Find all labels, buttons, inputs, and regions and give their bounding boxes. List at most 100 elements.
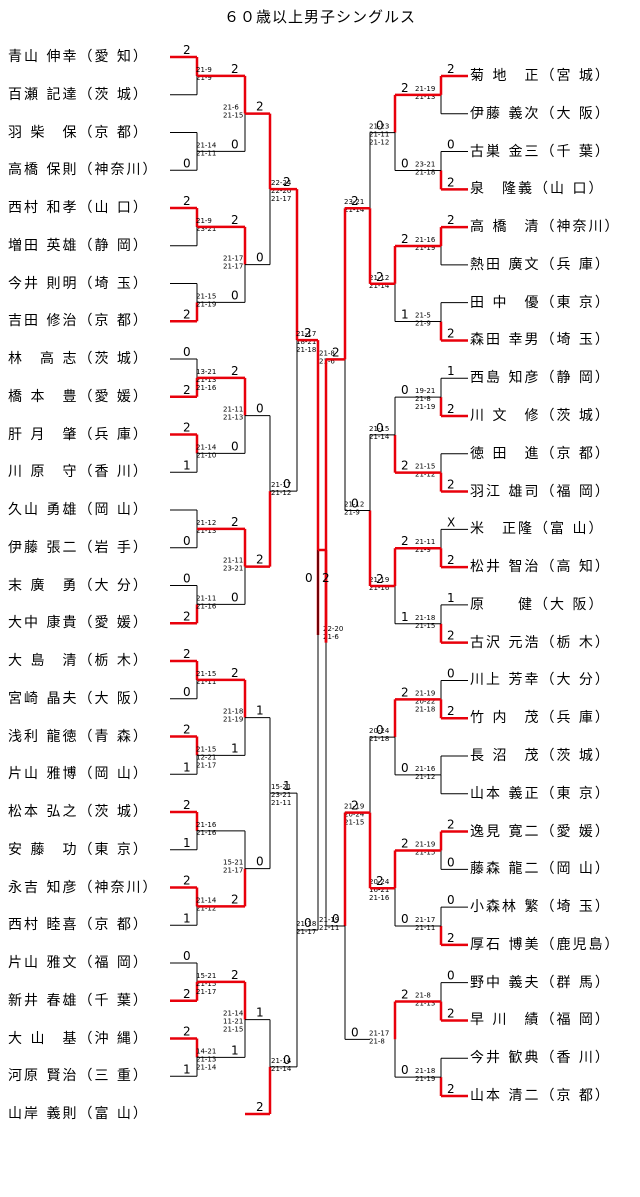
left-game-score: 0 bbox=[183, 572, 191, 586]
right-game-score: 2 bbox=[401, 685, 409, 699]
left-game-score: 0 bbox=[256, 402, 264, 416]
right-game-score: 0 bbox=[401, 156, 409, 170]
left-game-score: 2 bbox=[183, 307, 191, 321]
left-game-score: 2 bbox=[231, 968, 239, 982]
left-game-score: 0 bbox=[256, 251, 264, 265]
right-game-score: 0 bbox=[376, 723, 384, 737]
left-game-score: 1 bbox=[256, 704, 264, 718]
player-name-left: 大 島 清（栃 木） bbox=[8, 653, 149, 669]
player-name-right: 川 文 修（茨 城） bbox=[470, 408, 611, 424]
left-game-score: 1 bbox=[256, 1006, 264, 1020]
left-game-score: 0 bbox=[231, 590, 239, 604]
player-name-left: 今井 則明（埼 玉） bbox=[8, 275, 149, 292]
right-game-score: 0 bbox=[401, 912, 409, 926]
player-name-left: 肝 月 肇（兵 庫） bbox=[8, 426, 149, 443]
player-name-right: 古沢 元浩（栃 木） bbox=[470, 634, 611, 651]
left-game-score: 2 bbox=[183, 987, 191, 1001]
left-game-score: 2 bbox=[231, 515, 239, 529]
right-game-score: 2 bbox=[401, 232, 409, 246]
left-game-score: 0 bbox=[183, 685, 191, 699]
player-name-right: 竹 内 茂（兵 庫） bbox=[470, 710, 611, 727]
player-name-left: 西村 和孝（山 口） bbox=[8, 200, 149, 216]
player-name-left: 久山 勇雄（岡 山） bbox=[8, 502, 149, 518]
player-name-left: 橋 本 豊（愛 媛） bbox=[8, 388, 149, 405]
player-name-right: 逸見 寛二（愛 媛） bbox=[470, 823, 611, 840]
player-name-right: 藤森 龍二（岡 山） bbox=[470, 861, 611, 878]
player-name-left: 末 廣 勇（大 分） bbox=[8, 577, 149, 594]
player-name-left: 伊藤 張二（岩 手） bbox=[8, 539, 149, 556]
right-game-score: 2 bbox=[401, 81, 409, 95]
left-game-score: 2 bbox=[183, 647, 191, 661]
player-name-left: 川 原 守（香 川） bbox=[8, 464, 149, 481]
player-name-left: 浅利 龍徳（青 森） bbox=[8, 728, 149, 745]
left-game-score: 1 bbox=[183, 911, 191, 925]
player-name-right: 森田 幸男（埼 玉） bbox=[470, 332, 611, 349]
player-name-left: 青山 伸幸（愛 知） bbox=[8, 49, 149, 65]
right-game-score: 0 bbox=[376, 119, 384, 133]
left-game-score: 2 bbox=[231, 666, 239, 680]
right-game-score: 0 bbox=[401, 761, 409, 775]
player-name-right: 原 健（大 阪） bbox=[470, 596, 605, 613]
right-game-score: 0 bbox=[376, 421, 384, 435]
left-game-score: 2 bbox=[283, 175, 291, 189]
left-game-score: 1 bbox=[183, 760, 191, 774]
player-name-right: 高 橋 清（神奈川） bbox=[470, 219, 621, 236]
left-game-score: 1 bbox=[231, 1043, 239, 1057]
right-game-score: 0 bbox=[447, 855, 455, 869]
left-game-score: 1 bbox=[183, 836, 191, 850]
player-name-left: 羽 柴 保（京 都） bbox=[8, 124, 149, 141]
left-game-score: 1 bbox=[231, 741, 239, 755]
page-title: ６０歳以上男子シングルス bbox=[223, 8, 416, 26]
player-name-right: 古巣 金三（千 葉） bbox=[470, 143, 611, 160]
player-name-right: 今井 歓典（香 川） bbox=[470, 1050, 611, 1067]
player-name-left: 高橋 保則（神奈川） bbox=[8, 162, 159, 179]
right-game-score: 0 bbox=[351, 1025, 359, 1039]
right-game-score: 0 bbox=[447, 666, 455, 680]
player-name-left: 林 高 志（茨 城） bbox=[8, 351, 149, 367]
player-name-right: 小森林 繁（埼 玉） bbox=[470, 899, 611, 916]
left-game-score: 0 bbox=[183, 534, 191, 548]
right-game-score: 2 bbox=[401, 459, 409, 473]
left-game-score: 0 bbox=[183, 949, 191, 963]
right-game-score: 0 bbox=[401, 383, 409, 397]
right-game-score: 2 bbox=[376, 572, 384, 586]
left-game-score: 1 bbox=[183, 458, 191, 472]
left-game-score: 1 bbox=[183, 1062, 191, 1076]
left-game-score: 2 bbox=[256, 553, 264, 567]
player-name-right: 米 正隆（富 山） bbox=[470, 521, 605, 538]
right-game-score: 1 bbox=[401, 308, 409, 322]
right-game-score: 2 bbox=[447, 1082, 455, 1096]
player-name-right: 西島 知彦（静 岡） bbox=[470, 370, 611, 387]
left-game-score: 2 bbox=[183, 194, 191, 208]
player-name-left: 増田 英雄（静 岡） bbox=[8, 237, 149, 254]
player-name-left: 宮崎 晶夫（大 阪） bbox=[8, 690, 149, 707]
player-name-left: 片山 雅博（岡 山） bbox=[8, 766, 149, 783]
player-name-left: 永吉 知彦（神奈川） bbox=[8, 879, 159, 896]
